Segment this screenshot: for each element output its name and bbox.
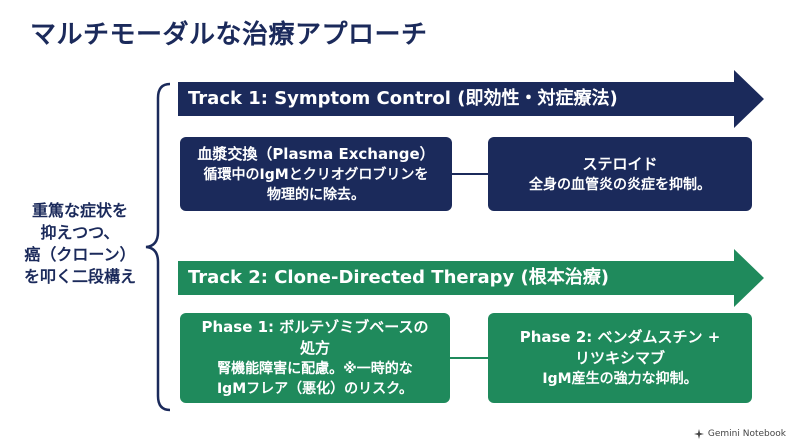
track1-arrow bbox=[178, 70, 764, 128]
track1-connector bbox=[452, 173, 488, 175]
phase1-box: Phase 1: ボルテゾミブベースの 処方 腎機能障害に配慮。※一時的な Ig… bbox=[180, 313, 450, 403]
steroid-box: ステロイド 全身の血管炎の炎症を抑制。 bbox=[488, 137, 752, 211]
track2-label: Track 2: Clone-Directed Therapy (根本治療) bbox=[188, 267, 609, 288]
box-text: 物理的に除去。 bbox=[267, 186, 365, 203]
box-heading: Phase 1: ボルテゾミブベースの bbox=[201, 318, 429, 336]
summary-line: を叩く二段構え bbox=[23, 267, 136, 286]
footer-text: Gemini Notebook bbox=[707, 429, 786, 439]
box-heading: ステロイド bbox=[582, 154, 658, 173]
track1-label: Track 1: Symptom Control (即効性・対症療法) bbox=[188, 88, 618, 109]
phase2-box: Phase 2: ベンダムスチン + リツキシマブ IgM産生の強力な抑制。 bbox=[488, 313, 752, 403]
footer-brand: Gemini Notebook bbox=[693, 429, 786, 439]
box-heading: 血漿交換（Plasma Exchange） bbox=[197, 144, 435, 163]
summary-line: 抑えつつ、 bbox=[40, 223, 120, 242]
summary-line: 癌（クローン） bbox=[24, 245, 136, 264]
box-heading: 処方 bbox=[299, 339, 330, 357]
track2-connector bbox=[450, 357, 488, 359]
page-title: マルチモーダルな治療アプローチ bbox=[30, 20, 428, 50]
box-text: 全身の血管炎の炎症を抑制。 bbox=[529, 176, 711, 193]
sparkle-icon bbox=[693, 429, 704, 439]
box-text: 循環中のIgMとクリオグロブリンを bbox=[203, 166, 429, 183]
box-text: IgM産生の強力な抑制。 bbox=[542, 371, 698, 387]
box-heading: Phase 2: ベンダムスチン + bbox=[519, 328, 721, 346]
track2-arrow bbox=[178, 249, 764, 307]
curly-brace-icon bbox=[145, 82, 171, 412]
box-heading: リツキシマブ bbox=[574, 349, 665, 367]
box-text: IgMフレア（悪化）のリスク。 bbox=[216, 381, 414, 397]
summary-line: 重篤な症状を bbox=[31, 201, 128, 220]
plasma-exchange-box: 血漿交換（Plasma Exchange） 循環中のIgMとクリオグロブリンを … bbox=[180, 137, 452, 211]
strategy-summary-label: 重篤な症状を 抑えつつ、 癌（クローン） を叩く二段構え bbox=[12, 200, 148, 288]
box-text: 腎機能障害に配慮。※一時的な bbox=[217, 361, 413, 377]
